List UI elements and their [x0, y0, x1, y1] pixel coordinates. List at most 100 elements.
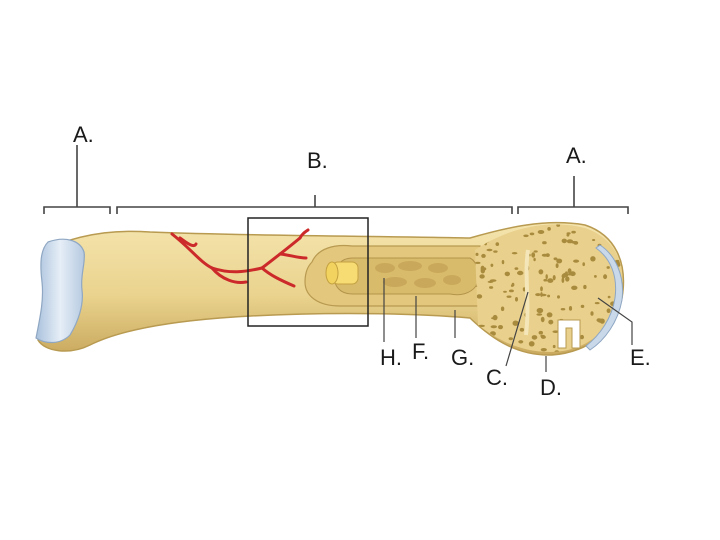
- spongy-pore: [573, 259, 580, 263]
- leader-lines: [383, 278, 633, 372]
- spongy-pore: [547, 278, 554, 283]
- spongy-pore: [616, 221, 620, 224]
- spongy-pore: [603, 274, 608, 280]
- spongy-pore: [485, 337, 488, 340]
- spongy-pore: [523, 234, 529, 238]
- spongy-pore: [597, 318, 603, 323]
- spongy-pore: [508, 337, 513, 341]
- spongy-pore: [547, 294, 551, 298]
- spongy-pore: [475, 261, 481, 264]
- spongy-pore: [517, 270, 524, 276]
- spongy-pore: [606, 344, 610, 350]
- spongy-pore: [498, 225, 502, 228]
- spongy-pore: [489, 286, 494, 289]
- spongy-pore: [519, 327, 525, 332]
- spongy-pore: [552, 344, 556, 349]
- spongy-pore: [580, 304, 585, 308]
- spongy-bone: [475, 221, 623, 355]
- spongy-pore: [618, 338, 622, 342]
- spongy-pore: [583, 284, 587, 290]
- spongy-pore: [590, 311, 594, 316]
- spongy-pore: [555, 263, 559, 268]
- label-f: F.: [412, 339, 430, 364]
- spongy-pore: [498, 350, 503, 352]
- spongy-pore: [607, 295, 611, 299]
- label-e: E.: [630, 345, 651, 370]
- spongy-pore: [533, 250, 538, 253]
- spongy-pore: [557, 295, 560, 299]
- spongy-pore: [531, 252, 536, 258]
- spongy-pore: [503, 290, 507, 293]
- spongy-pore: [535, 293, 541, 297]
- label-c: C.: [486, 365, 508, 390]
- head-notch: [557, 319, 581, 349]
- spongy-pore: [560, 308, 566, 311]
- spongy-pore: [582, 262, 585, 267]
- spongy-pore: [546, 312, 553, 318]
- label-a-right: A.: [566, 143, 587, 168]
- spongy-pore: [553, 257, 558, 261]
- spongy-pore: [506, 295, 512, 298]
- spongy-pore: [518, 353, 520, 355]
- bracket-lines: [43, 145, 629, 214]
- spongy-pore: [476, 294, 483, 299]
- spongy-pore: [540, 292, 543, 297]
- label-g: G.: [451, 345, 475, 370]
- spongy-pore: [528, 341, 535, 347]
- spongy-pore: [518, 340, 524, 344]
- spongy-pore: [490, 325, 497, 329]
- spongy-pore: [571, 230, 576, 234]
- label-b: B.: [307, 148, 328, 173]
- spongy-pore: [500, 306, 505, 312]
- spongy-pore: [592, 239, 596, 241]
- spongy-pore: [611, 333, 617, 338]
- spongy-pore: [481, 253, 486, 258]
- spongy-pore: [531, 335, 538, 340]
- spongy-pore: [596, 350, 603, 352]
- spongy-pore: [511, 252, 518, 255]
- spongy-pore: [566, 239, 574, 244]
- spongy-pore: [504, 271, 510, 277]
- spongy-pore: [561, 238, 567, 244]
- spongy-pore: [479, 274, 485, 279]
- spongy-pore: [606, 308, 611, 314]
- spongy-pore: [548, 319, 554, 325]
- spongy-pore: [537, 230, 545, 234]
- spongy-pore: [568, 306, 573, 311]
- spongy-pore: [495, 242, 500, 247]
- spongy-pore: [580, 334, 584, 340]
- spongy-pore: [501, 260, 505, 265]
- spongy-pore: [515, 297, 518, 302]
- spongy-pore: [547, 227, 551, 231]
- label-a-left: A.: [73, 122, 94, 147]
- label-h: H.: [380, 345, 402, 370]
- spongy-pore: [565, 271, 568, 275]
- spongy-pore: [540, 286, 543, 292]
- spongy-pore: [556, 224, 561, 227]
- spongy-pore: [567, 268, 572, 274]
- magnified-region-box: [247, 217, 369, 327]
- spongy-pore: [554, 350, 560, 352]
- spongy-pore: [540, 316, 545, 323]
- right-articular-cartilage: [585, 244, 624, 351]
- spongy-pore: [492, 224, 498, 227]
- spongy-pore: [561, 277, 565, 284]
- spongy-pore: [514, 267, 519, 270]
- left-articular-cartilage: [35, 238, 86, 344]
- spongy-pore: [540, 348, 547, 352]
- spongy-pore: [566, 273, 574, 276]
- marrow-texture: [375, 261, 461, 288]
- spongy-pore: [529, 232, 535, 236]
- spongy-pore: [538, 330, 543, 335]
- spongy-pore: [538, 269, 544, 275]
- spongy-pore: [493, 250, 498, 253]
- spongy-pore: [541, 253, 548, 257]
- spongy-pore: [616, 326, 623, 329]
- spongy-pore: [552, 330, 559, 334]
- spongy-pore: [552, 275, 556, 281]
- spongy-pore: [492, 314, 498, 321]
- spongy-pore: [536, 313, 543, 316]
- spongy-pore: [486, 248, 493, 252]
